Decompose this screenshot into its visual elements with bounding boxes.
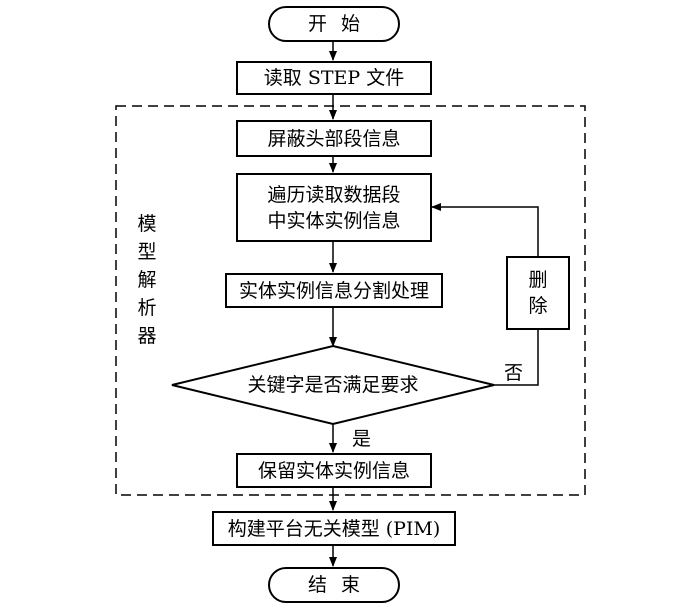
delete-box: 删 除 bbox=[506, 256, 570, 330]
decision-label: 关键字是否满足要求 bbox=[247, 374, 419, 396]
keep-label: 保留实体实例信息 bbox=[257, 459, 410, 482]
traverse-label-line2: 中实体实例信息 bbox=[267, 209, 401, 232]
read-step-label: 读取 STEP 文件 bbox=[263, 67, 405, 89]
mask-header-label: 屏蔽头部段信息 bbox=[267, 127, 401, 150]
no-label: 否 bbox=[504, 362, 524, 384]
build-pim-label: 构建平台无关模型 (PIM) bbox=[227, 517, 441, 540]
parser-label: 模 型 解 析 器 bbox=[135, 210, 159, 350]
traverse-label-line1: 遍历读取数据段 bbox=[267, 183, 401, 206]
read-step-box: 读取 STEP 文件 bbox=[236, 61, 432, 95]
end-label: 结束 bbox=[307, 574, 374, 596]
mask-header-box: 屏蔽头部段信息 bbox=[236, 120, 432, 157]
parser-boundary bbox=[115, 105, 586, 496]
split-box: 实体实例信息分割处理 bbox=[225, 273, 443, 308]
split-label: 实体实例信息分割处理 bbox=[238, 279, 429, 302]
end-terminal: 结束 bbox=[268, 567, 400, 603]
yes-label: 是 bbox=[352, 428, 372, 450]
start-terminal: 开始 bbox=[268, 6, 400, 42]
arrow-delete-loop-back bbox=[431, 203, 539, 256]
arrow-no-branch-to-delete bbox=[494, 330, 539, 386]
start-label: 开始 bbox=[307, 13, 374, 35]
decision-diamond bbox=[171, 344, 495, 426]
keep-box: 保留实体实例信息 bbox=[236, 453, 432, 488]
traverse-box: 遍历读取数据段 中实体实例信息 bbox=[236, 173, 432, 242]
delete-label: 删 除 bbox=[528, 269, 548, 317]
build-pim-box: 构建平台无关模型 (PIM) bbox=[212, 511, 456, 546]
